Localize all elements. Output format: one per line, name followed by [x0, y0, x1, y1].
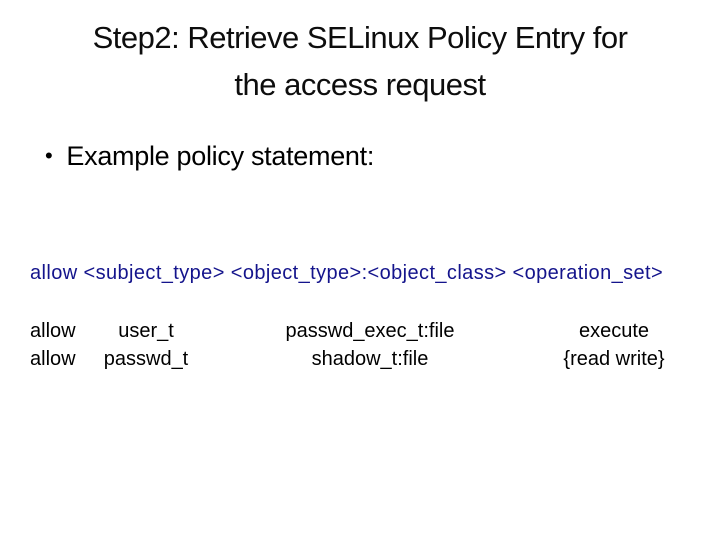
policy-rule-subject-type: user_t — [118, 320, 174, 342]
policy-rule-keyword: allow — [30, 320, 76, 342]
policy-rule-keyword: allow — [30, 348, 76, 370]
policy-rule-operation-set: execute — [578, 320, 650, 342]
slide-title-line-1: Step2: Retrieve SELinux Policy Entry for — [92, 20, 628, 55]
policy-rules-table: allow user_t passwd_exec_t:file execute … — [30, 317, 708, 373]
slide-title-line-2: the access request — [234, 67, 486, 102]
policy-rule-operation-set: {read write} — [563, 348, 665, 370]
bullet-item: • Example policy statement: — [45, 141, 374, 172]
policy-rule-object: passwd_exec_t:file — [285, 320, 455, 342]
bullet-item-label: Example policy statement: — [66, 141, 375, 171]
policy-rule-subject-type: passwd_t — [103, 348, 189, 370]
policy-rule-object: shadow_t:file — [311, 348, 429, 370]
bullet-icon: • — [45, 143, 53, 168]
policy-template-line: allow <subject_type> <object_type>:<obje… — [30, 262, 664, 284]
slide-title: Step2: Retrieve SELinux Policy Entry for… — [0, 14, 720, 108]
